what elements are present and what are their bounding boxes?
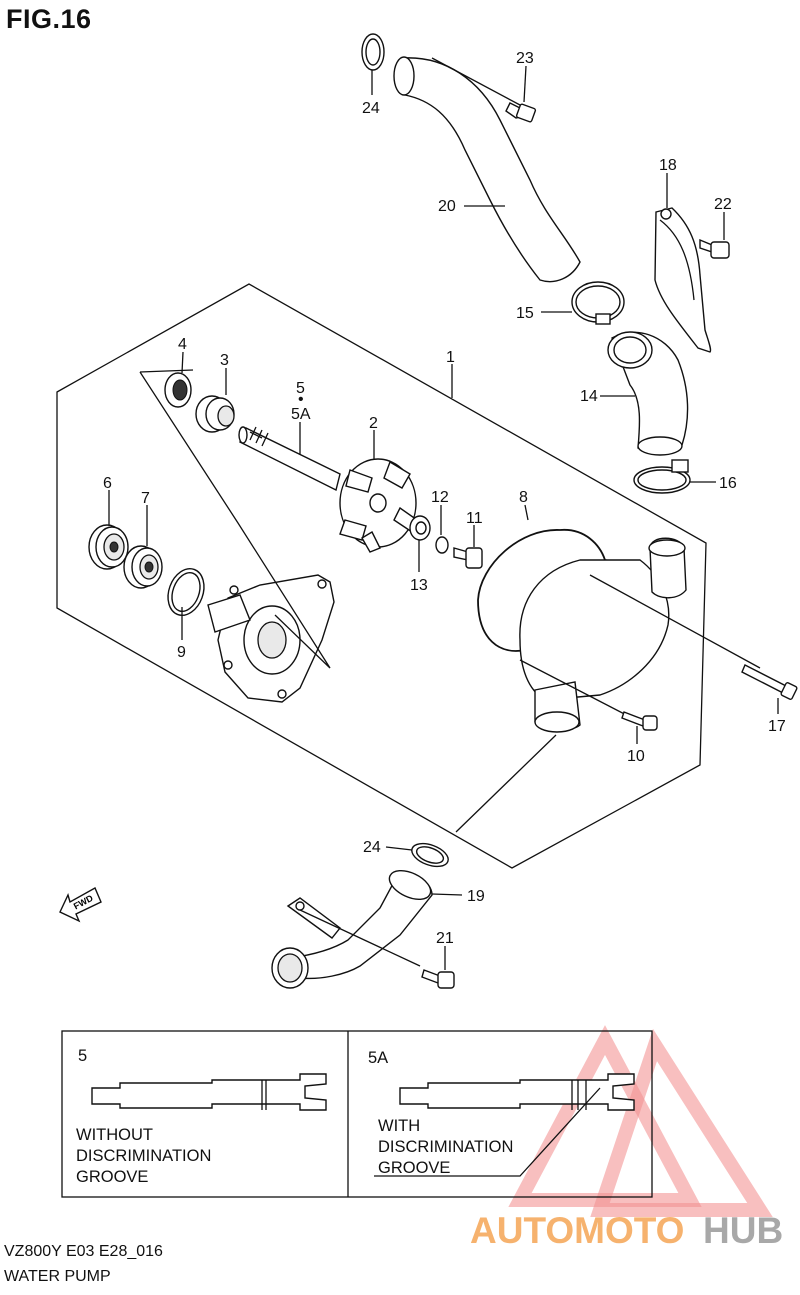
shaft-5a-drawing <box>399 1073 635 1111</box>
clamp-15 <box>571 281 625 325</box>
callout-14: 14 <box>580 388 598 405</box>
watermark-logo <box>508 1025 773 1217</box>
bolt-23 <box>505 102 537 123</box>
guide-lines-left <box>139 371 331 669</box>
fwd-arrow: FWD <box>59 887 102 923</box>
callout-13: 13 <box>410 577 428 594</box>
bolt-17 <box>741 664 798 700</box>
mechanical-seal-3 <box>195 395 235 433</box>
callout-18: 18 <box>659 157 677 174</box>
callout-22: 22 <box>714 196 732 213</box>
inset-right-line3: GROOVE <box>378 1159 450 1177</box>
inset-left-line3: GROOVE <box>76 1168 148 1186</box>
callout-10: 10 <box>627 748 645 765</box>
o-ring-9 <box>167 568 205 616</box>
bolt-10 <box>621 711 658 731</box>
leader-lines <box>108 65 779 970</box>
bolt-11 <box>453 547 483 569</box>
callout-12: 12 <box>431 489 449 506</box>
callout-19: 19 <box>467 888 485 905</box>
callout-21: 21 <box>436 930 454 947</box>
callout-2: 2 <box>369 415 378 432</box>
inset-right-line2: DISCRIMINATION <box>378 1138 513 1156</box>
inset-left-line2: DISCRIMINATION <box>76 1147 211 1165</box>
callout-8: 8 <box>519 489 528 506</box>
callout-17: 17 <box>768 718 786 735</box>
clamp-16 <box>633 459 691 494</box>
callout-dot: • <box>298 391 304 408</box>
shaft-5 <box>238 426 341 492</box>
callout-24-top: 24 <box>362 100 380 117</box>
cover-18 <box>654 207 712 353</box>
bolt-21 <box>421 969 455 989</box>
callout-5: 5 <box>296 380 305 397</box>
figure-title: FIG.16 <box>6 4 92 34</box>
callout-3: 3 <box>220 352 229 369</box>
hose-20 <box>361 33 581 283</box>
watermark-part1: AUTOMOTO <box>470 1210 684 1251</box>
assembly-outline <box>56 283 707 869</box>
callout-16: 16 <box>719 475 737 492</box>
figure-caption: WATER PUMP <box>4 1268 111 1285</box>
impeller-2 <box>339 458 422 553</box>
callout-9: 9 <box>177 644 186 661</box>
watermark-part2: HUB <box>703 1210 783 1251</box>
inset-right-line1: WITH <box>378 1117 420 1135</box>
washer-12 <box>435 536 449 554</box>
inset-left-line1: WITHOUT <box>76 1126 153 1144</box>
o-ring-24-lower <box>411 842 449 868</box>
callout-1: 1 <box>446 349 455 366</box>
inset-label-5: 5 <box>78 1047 87 1065</box>
watermark-text: AUTOMOTO HUB <box>470 1210 783 1251</box>
inset-label-5a: 5A <box>368 1049 388 1067</box>
callout-4: 4 <box>178 336 187 353</box>
bolt-22 <box>699 238 730 259</box>
callout-15: 15 <box>516 305 534 322</box>
oil-seal-4 <box>164 372 192 408</box>
shaft-inset: 5 WITHOUT DISCRIMINATION GROOVE 5A WITH … <box>61 1030 653 1198</box>
groove-pointer <box>374 1087 601 1177</box>
callout-23: 23 <box>516 50 534 67</box>
callout-20: 20 <box>438 198 456 215</box>
bearing-6 <box>88 524 129 570</box>
washer-13 <box>409 515 431 541</box>
pump-case-cover <box>207 574 335 703</box>
callout-labels: 1 2 3 4 5 • 5A 6 7 8 9 10 11 12 13 14 15… <box>103 50 786 947</box>
figure-code: VZ800Y E03 E28_016 <box>4 1243 163 1260</box>
shaft-5-drawing <box>91 1073 327 1111</box>
callout-11: 11 <box>466 510 483 527</box>
pipe-19 <box>271 869 433 989</box>
pump-body <box>519 537 761 733</box>
callout-7: 7 <box>141 490 150 507</box>
callout-24-lower: 24 <box>363 839 381 856</box>
hose-14 <box>607 331 689 456</box>
callout-6: 6 <box>103 475 112 492</box>
guide-line-pipe <box>455 734 557 833</box>
callout-5a: 5A <box>291 406 311 423</box>
bearing-7 <box>123 545 163 589</box>
guide-line-top <box>139 369 194 373</box>
